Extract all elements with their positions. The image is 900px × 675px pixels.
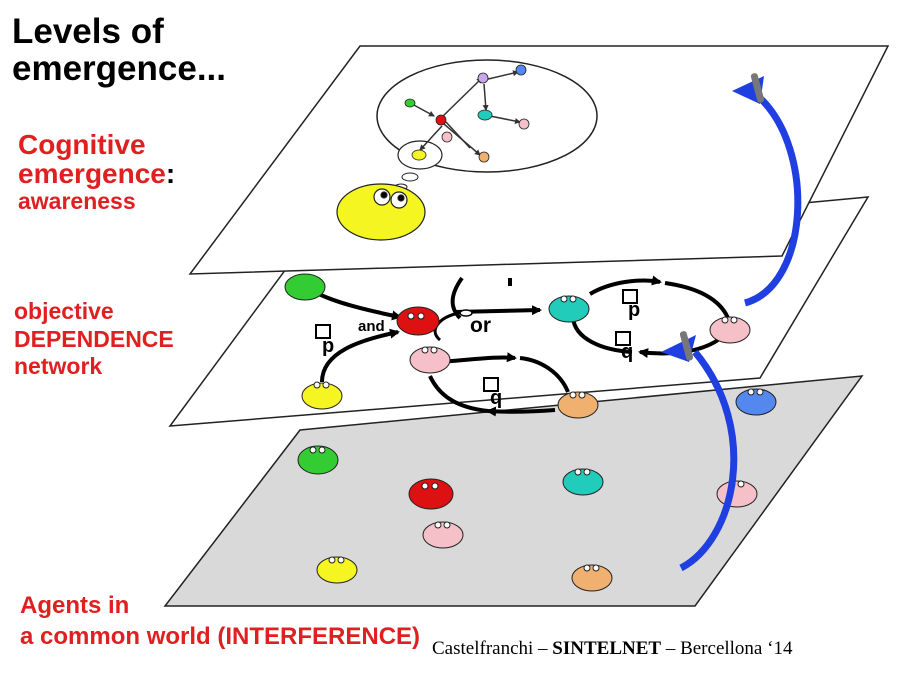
thinking-agent-yellow bbox=[336, 183, 426, 241]
agent-blue-low bbox=[735, 388, 777, 416]
arrow-orange-loop-left bbox=[428, 375, 489, 413]
cognitive-level-label: Cognitive emergence: awareness bbox=[18, 130, 218, 213]
arrow-orange-to-pink bbox=[486, 406, 556, 417]
label-q1: q bbox=[621, 341, 633, 363]
title-line-2: emergence... bbox=[12, 48, 226, 88]
agent-red-mid bbox=[396, 306, 440, 336]
agent-cyan-low bbox=[562, 468, 604, 496]
goal-box-q1 bbox=[615, 331, 631, 346]
arrow-cycle-left bbox=[571, 317, 633, 354]
footer-place: Bercellona ‘14 bbox=[680, 638, 793, 659]
slide-title: Levels of emergence... bbox=[12, 12, 272, 88]
agent-green-low bbox=[297, 445, 339, 475]
goal-box-p1 bbox=[315, 324, 331, 339]
agent-pink-mid-right bbox=[709, 316, 751, 344]
agent-pink-low-right bbox=[716, 480, 758, 508]
mini-network bbox=[411, 70, 521, 156]
dependence-line-3: network bbox=[14, 353, 103, 380]
dependence-line-1: objective bbox=[14, 298, 114, 324]
footer-project: SINTELNET bbox=[552, 638, 662, 659]
agent-orange-low bbox=[571, 564, 613, 592]
dependence-level-label: objective DEPENDENCE network bbox=[14, 298, 234, 381]
agents-line-2: a common world (INTERFERENCE) bbox=[20, 623, 421, 651]
emergence-arrow-lower bbox=[661, 331, 738, 572]
goal-box-p2 bbox=[622, 289, 638, 304]
world-agents bbox=[297, 388, 777, 592]
footer-separator-2: – bbox=[661, 638, 681, 659]
footer-author: Castelfranchi bbox=[432, 638, 534, 659]
goal-boxes bbox=[315, 289, 638, 392]
or-node bbox=[459, 309, 473, 317]
goal-box-q2 bbox=[483, 377, 499, 392]
agent-green-mid bbox=[284, 273, 326, 301]
title-line-1: Levels of bbox=[12, 12, 164, 51]
arrow-yellow-to-red bbox=[320, 328, 400, 383]
agent-orange-mid bbox=[557, 391, 599, 419]
dependence-arrows bbox=[314, 275, 730, 417]
hidden-arrow-under-top-plane bbox=[450, 276, 512, 320]
label-q2: q bbox=[490, 387, 502, 409]
agent-yellow-low bbox=[316, 556, 358, 584]
label-or: or bbox=[470, 314, 491, 337]
arrow-cycle-top bbox=[588, 275, 662, 296]
agent-cyan-mid bbox=[548, 295, 590, 323]
cognitive-colon: : bbox=[165, 158, 176, 190]
agent-red-low bbox=[408, 478, 454, 510]
footer-separator-1: – bbox=[533, 638, 553, 659]
agent-yellow-mid bbox=[301, 381, 343, 410]
label-and: and bbox=[358, 318, 385, 335]
emergence-arrow-upper bbox=[732, 73, 802, 307]
thought-dot-1 bbox=[401, 172, 419, 182]
arrow-green-to-red bbox=[314, 290, 402, 321]
footer-credit: Castelfranchi – SINTELNET – Bercellona ‘… bbox=[432, 638, 792, 660]
label-p1: p bbox=[322, 335, 334, 357]
cognitive-line-3: awareness bbox=[18, 187, 136, 214]
arrow-pink-to-orange bbox=[519, 356, 570, 393]
dependence-line-2: DEPENDENCE bbox=[14, 325, 174, 352]
agent-pink-low bbox=[422, 521, 464, 549]
cognitive-line-1: Cognitive bbox=[18, 129, 146, 160]
arrow-cycle-right bbox=[664, 281, 730, 319]
cognitive-line-2: emergence bbox=[18, 158, 166, 190]
agents-line-1: Agents in bbox=[20, 592, 130, 619]
world-plane bbox=[163, 375, 864, 607]
agents-level-label: Agents in a common world (INTERFERENCE) bbox=[20, 590, 540, 652]
mini-agents bbox=[404, 64, 530, 163]
agent-pink-mid bbox=[409, 346, 451, 374]
dependence-agents bbox=[284, 273, 751, 419]
label-p2: p bbox=[628, 299, 640, 321]
